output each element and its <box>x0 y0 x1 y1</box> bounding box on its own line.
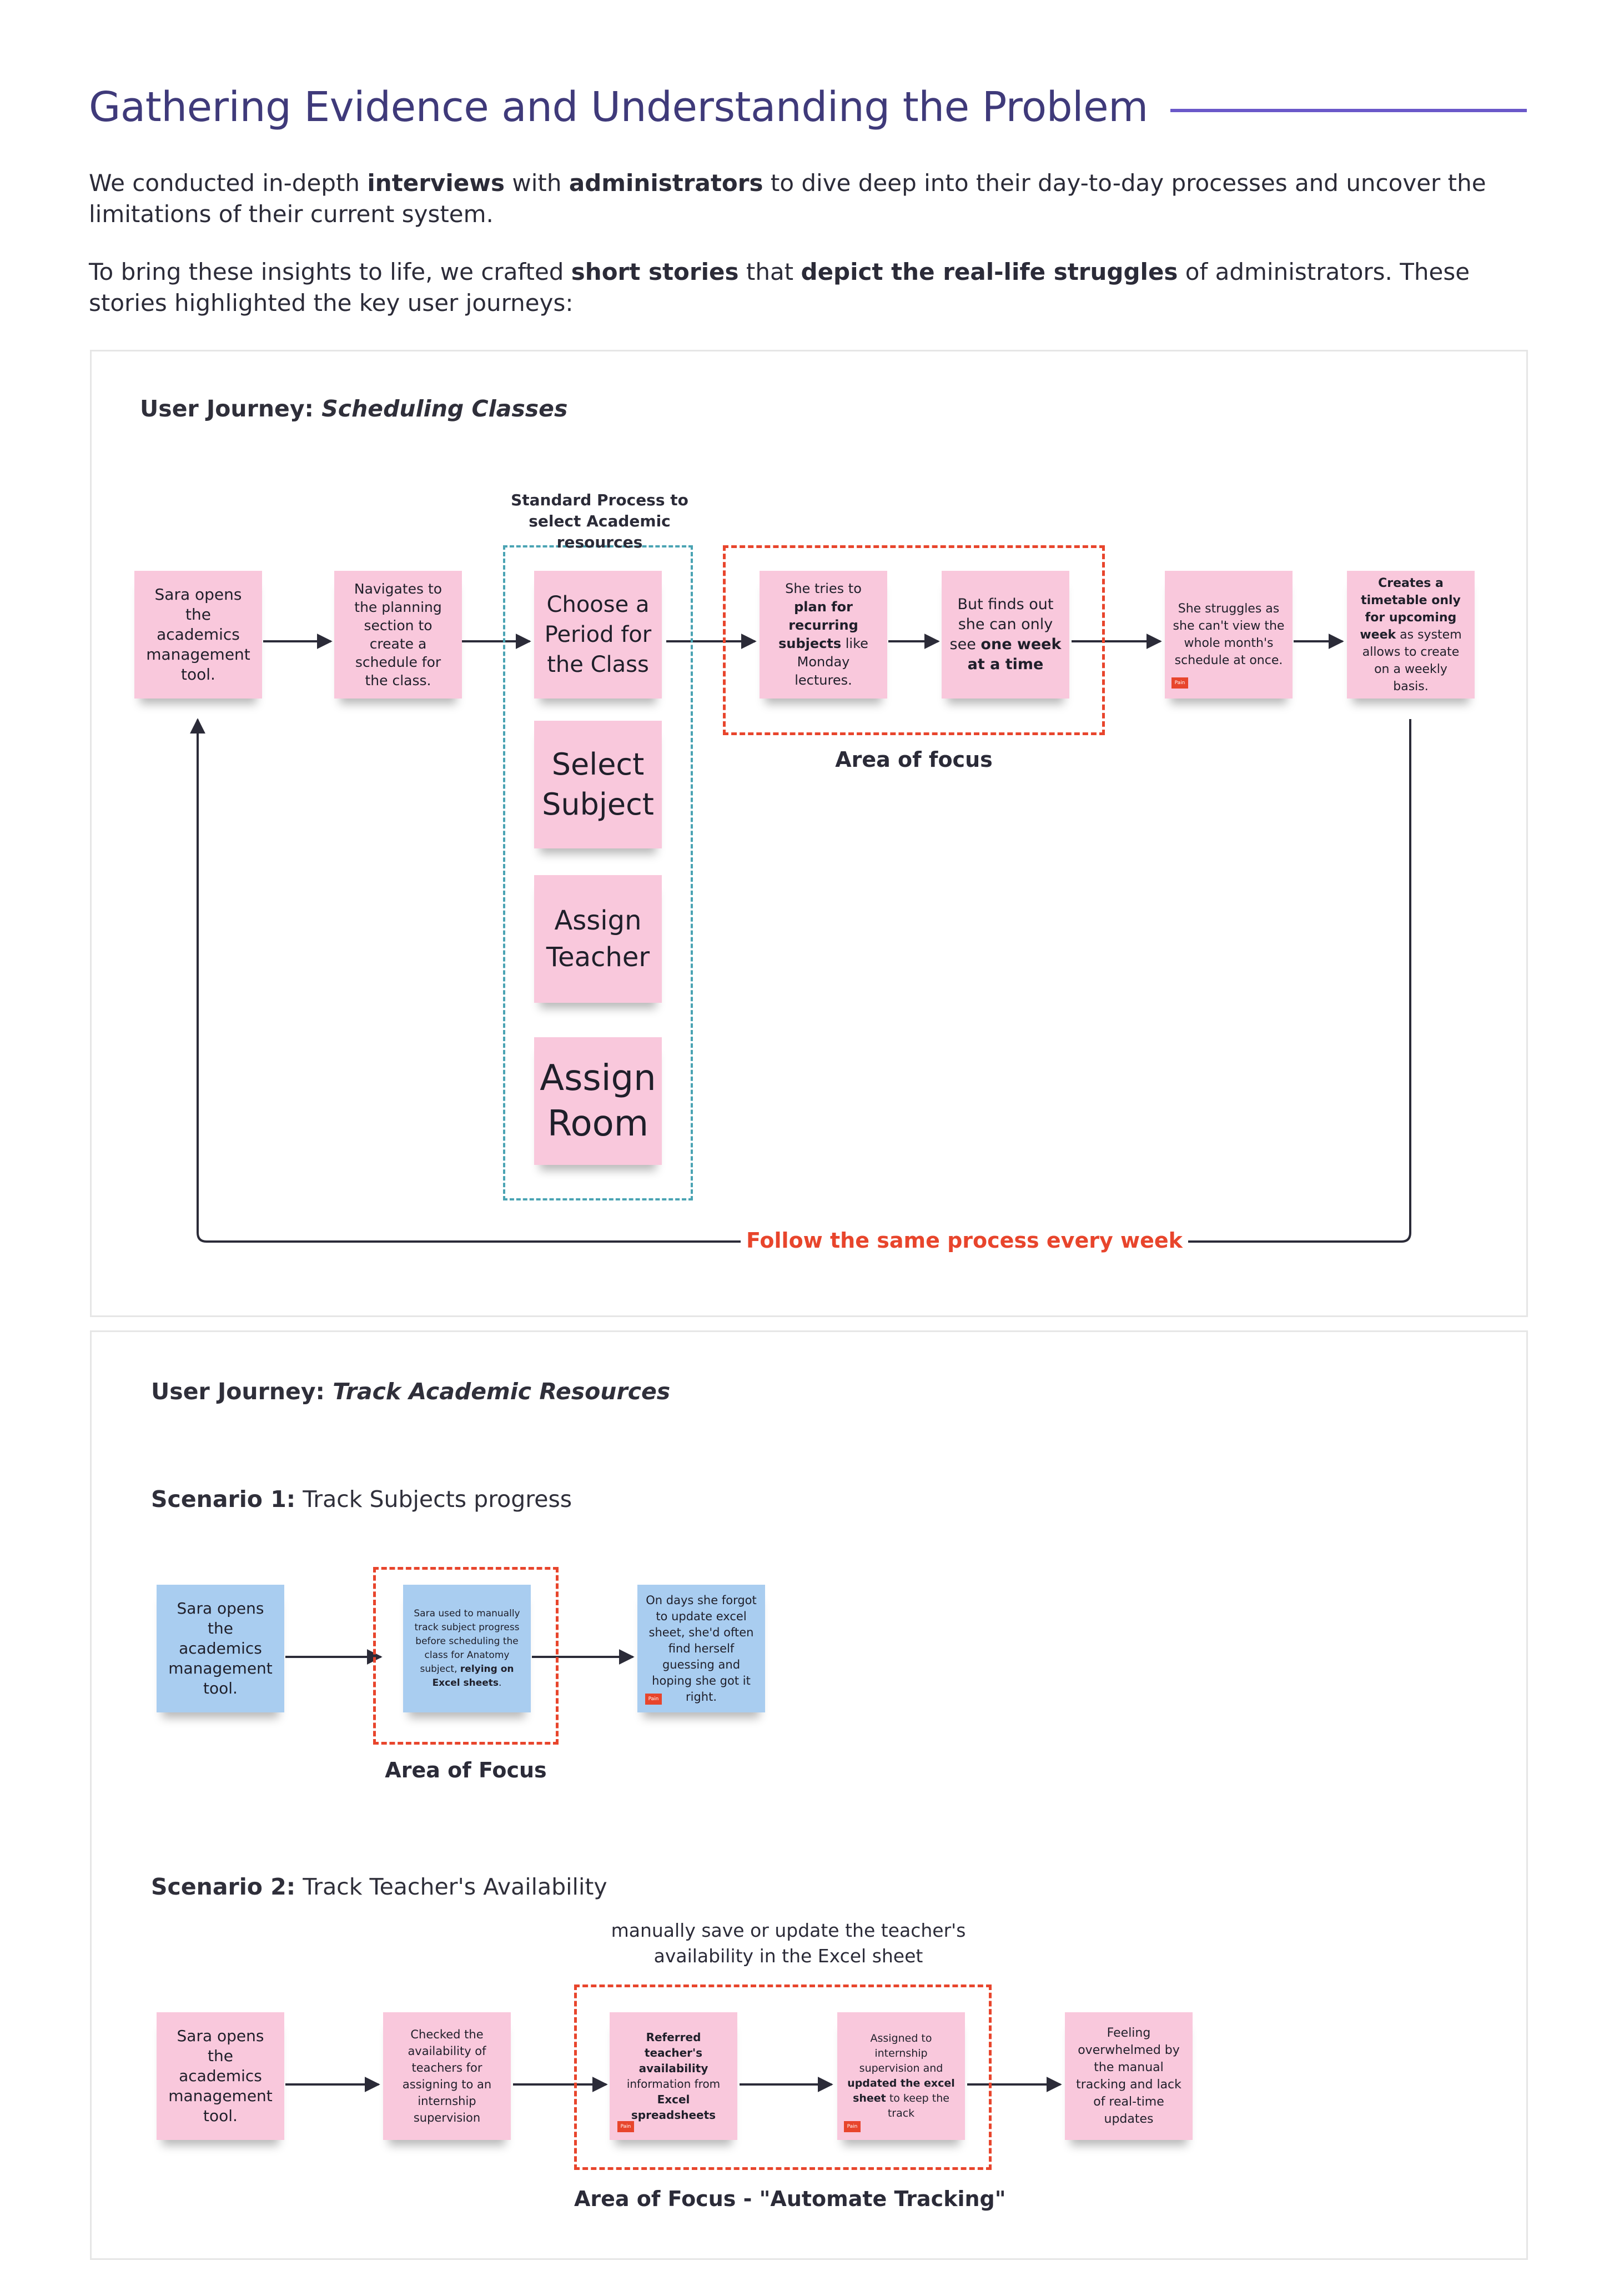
scenario-prefix: Scenario 1: <box>151 1486 296 1513</box>
rich-text: Assigned to internship supervision and u… <box>847 2032 955 2119</box>
area-of-focus-box <box>723 545 1105 735</box>
scenario-1-focus-label: Area of Focus <box>385 1758 547 1782</box>
scenario-2-focus-label: Area of Focus - "Automate Tracking" <box>574 2187 1006 2211</box>
scenario-2-title: Scenario 2: Track Teacher's Availability <box>151 1873 607 1900</box>
intro-paragraph-2: To bring these insights to life, we craf… <box>89 257 1521 319</box>
sticky-note-s2-update-excel: Assigned to internship supervision and u… <box>837 2012 965 2140</box>
journey-panel-tracking <box>90 1330 1528 2260</box>
rich-text: Feeling overwhelmed by the manual tracki… <box>1076 2026 1181 2126</box>
sticky-note-choose-period: Choose a Period for the Class <box>534 571 662 699</box>
rich-text: Sara opens the academics management tool… <box>146 585 250 684</box>
rich-text: Sara opens the academics management tool… <box>168 2027 273 2125</box>
rich-text: To bring these insights to life, we craf… <box>89 258 1470 316</box>
standard-process-box <box>503 545 693 1200</box>
sticky-note-s2-excel-reference: Referred teacher's availability informat… <box>610 2012 737 2140</box>
loop-label: Follow the same process every week <box>741 1228 1188 1253</box>
rich-text: Checked the availability of teachers for… <box>402 2028 492 2124</box>
rich-text: Sara opens the academics management tool… <box>168 1599 273 1697</box>
journey-panel-scheduling <box>90 350 1528 1317</box>
sticky-note-assign-room: Assign Room <box>534 1037 662 1165</box>
sticky-note-select-subject: Select Subject <box>534 721 662 848</box>
rich-text: On days she forgot to update excel sheet… <box>646 1593 757 1704</box>
pain-tag: Pain <box>617 2121 634 2132</box>
sticky-note-s2-check-availability: Checked the availability of teachers for… <box>383 2012 511 2140</box>
journey-title-prefix: User Journey: <box>151 1378 325 1405</box>
rich-text: Creates a timetable only for upcoming we… <box>1360 576 1462 694</box>
journey-title-prefix: User Journey: <box>140 395 314 422</box>
sticky-note-plan-recurring: She tries to plan for recurring subjects… <box>760 571 887 699</box>
pain-tag: Pain <box>645 1694 662 1705</box>
sticky-note-month-view: She struggles as she can't view the whol… <box>1165 571 1293 699</box>
rich-text: Assign Room <box>540 1058 656 1144</box>
journey-title-name: Scheduling Classes <box>321 395 568 422</box>
scenario-2-focus-box <box>574 1984 992 2170</box>
sticky-note-text: Assigned to internship supervision and u… <box>845 2031 957 2121</box>
loop-connector <box>190 718 1411 1243</box>
standard-process-label: Standard Process to select Academic reso… <box>511 491 688 551</box>
sticky-note-text: On days she forgot to update excel sheet… <box>645 1592 757 1705</box>
rich-text: Choose a Period for the Class <box>544 592 652 677</box>
page-title: Gathering Evidence and Understanding the… <box>89 83 1148 131</box>
sticky-note-assign-teacher: Assign Teacher <box>534 875 662 1003</box>
sticky-note-navigate-planning: Navigates to the planning section to cre… <box>334 571 462 699</box>
sticky-note-text: Referred teacher's availability informat… <box>617 2029 730 2123</box>
scenario-1-focus-box <box>373 1567 559 1745</box>
rich-text: Sara used to manually track subject prog… <box>414 1608 520 1689</box>
sticky-note-text: She struggles as she can't view the whol… <box>1173 600 1285 669</box>
sticky-note-weekly-timetable: Creates a timetable only for upcoming we… <box>1347 571 1475 699</box>
sticky-note-s2-open-tool: Sara opens the academics management tool… <box>157 2012 284 2140</box>
scenario-name: Track Teacher's Availability <box>303 1873 607 1900</box>
pain-tag: Pain <box>1171 677 1188 689</box>
rich-text: Select Subject <box>542 747 654 822</box>
scenario-prefix: Scenario 2: <box>151 1873 296 1900</box>
sticky-note-s2-overwhelmed: Feeling overwhelmed by the manual tracki… <box>1065 2012 1193 2140</box>
journey-title-name: Track Academic Resources <box>333 1378 671 1405</box>
scenario-name: Track Subjects progress <box>303 1486 572 1513</box>
intro-paragraph-1: We conducted in-depth interviews with ad… <box>89 168 1521 230</box>
rich-text: But finds out she can only see one week … <box>949 596 1062 673</box>
rich-text: We conducted in-depth interviews with ad… <box>89 169 1486 228</box>
journey-title-tracking: User Journey: Track Academic Resources <box>151 1378 670 1405</box>
scenario-1-title: Scenario 1: Track Subjects progress <box>151 1486 572 1513</box>
journey-title-scheduling: User Journey: Scheduling Classes <box>140 395 567 422</box>
sticky-note-s1-forgot-update: On days she forgot to update excel sheet… <box>637 1585 765 1712</box>
area-of-focus-label: Area of focus <box>835 747 993 772</box>
scenario-2-top-label: manually save or update the teacher's av… <box>611 1920 966 1967</box>
rich-text: Assign Teacher <box>546 905 650 973</box>
rich-text: Navigates to the planning section to cre… <box>354 581 443 689</box>
title-underline <box>1170 109 1527 112</box>
sticky-note-one-week: But finds out she can only see one week … <box>942 571 1069 699</box>
sticky-note-s1-excel-tracking: Sara used to manually track subject prog… <box>403 1585 531 1712</box>
sticky-note-s1-open-tool: Sara opens the academics management tool… <box>157 1585 284 1712</box>
sticky-note-open-tool: Sara opens the academics management tool… <box>134 571 262 699</box>
rich-text: She tries to plan for recurring subjects… <box>778 581 868 688</box>
rich-text: Referred teacher's availability informat… <box>626 2031 721 2122</box>
pain-tag: Pain <box>844 2121 861 2132</box>
rich-text: She struggles as she can't view the whol… <box>1173 602 1285 667</box>
